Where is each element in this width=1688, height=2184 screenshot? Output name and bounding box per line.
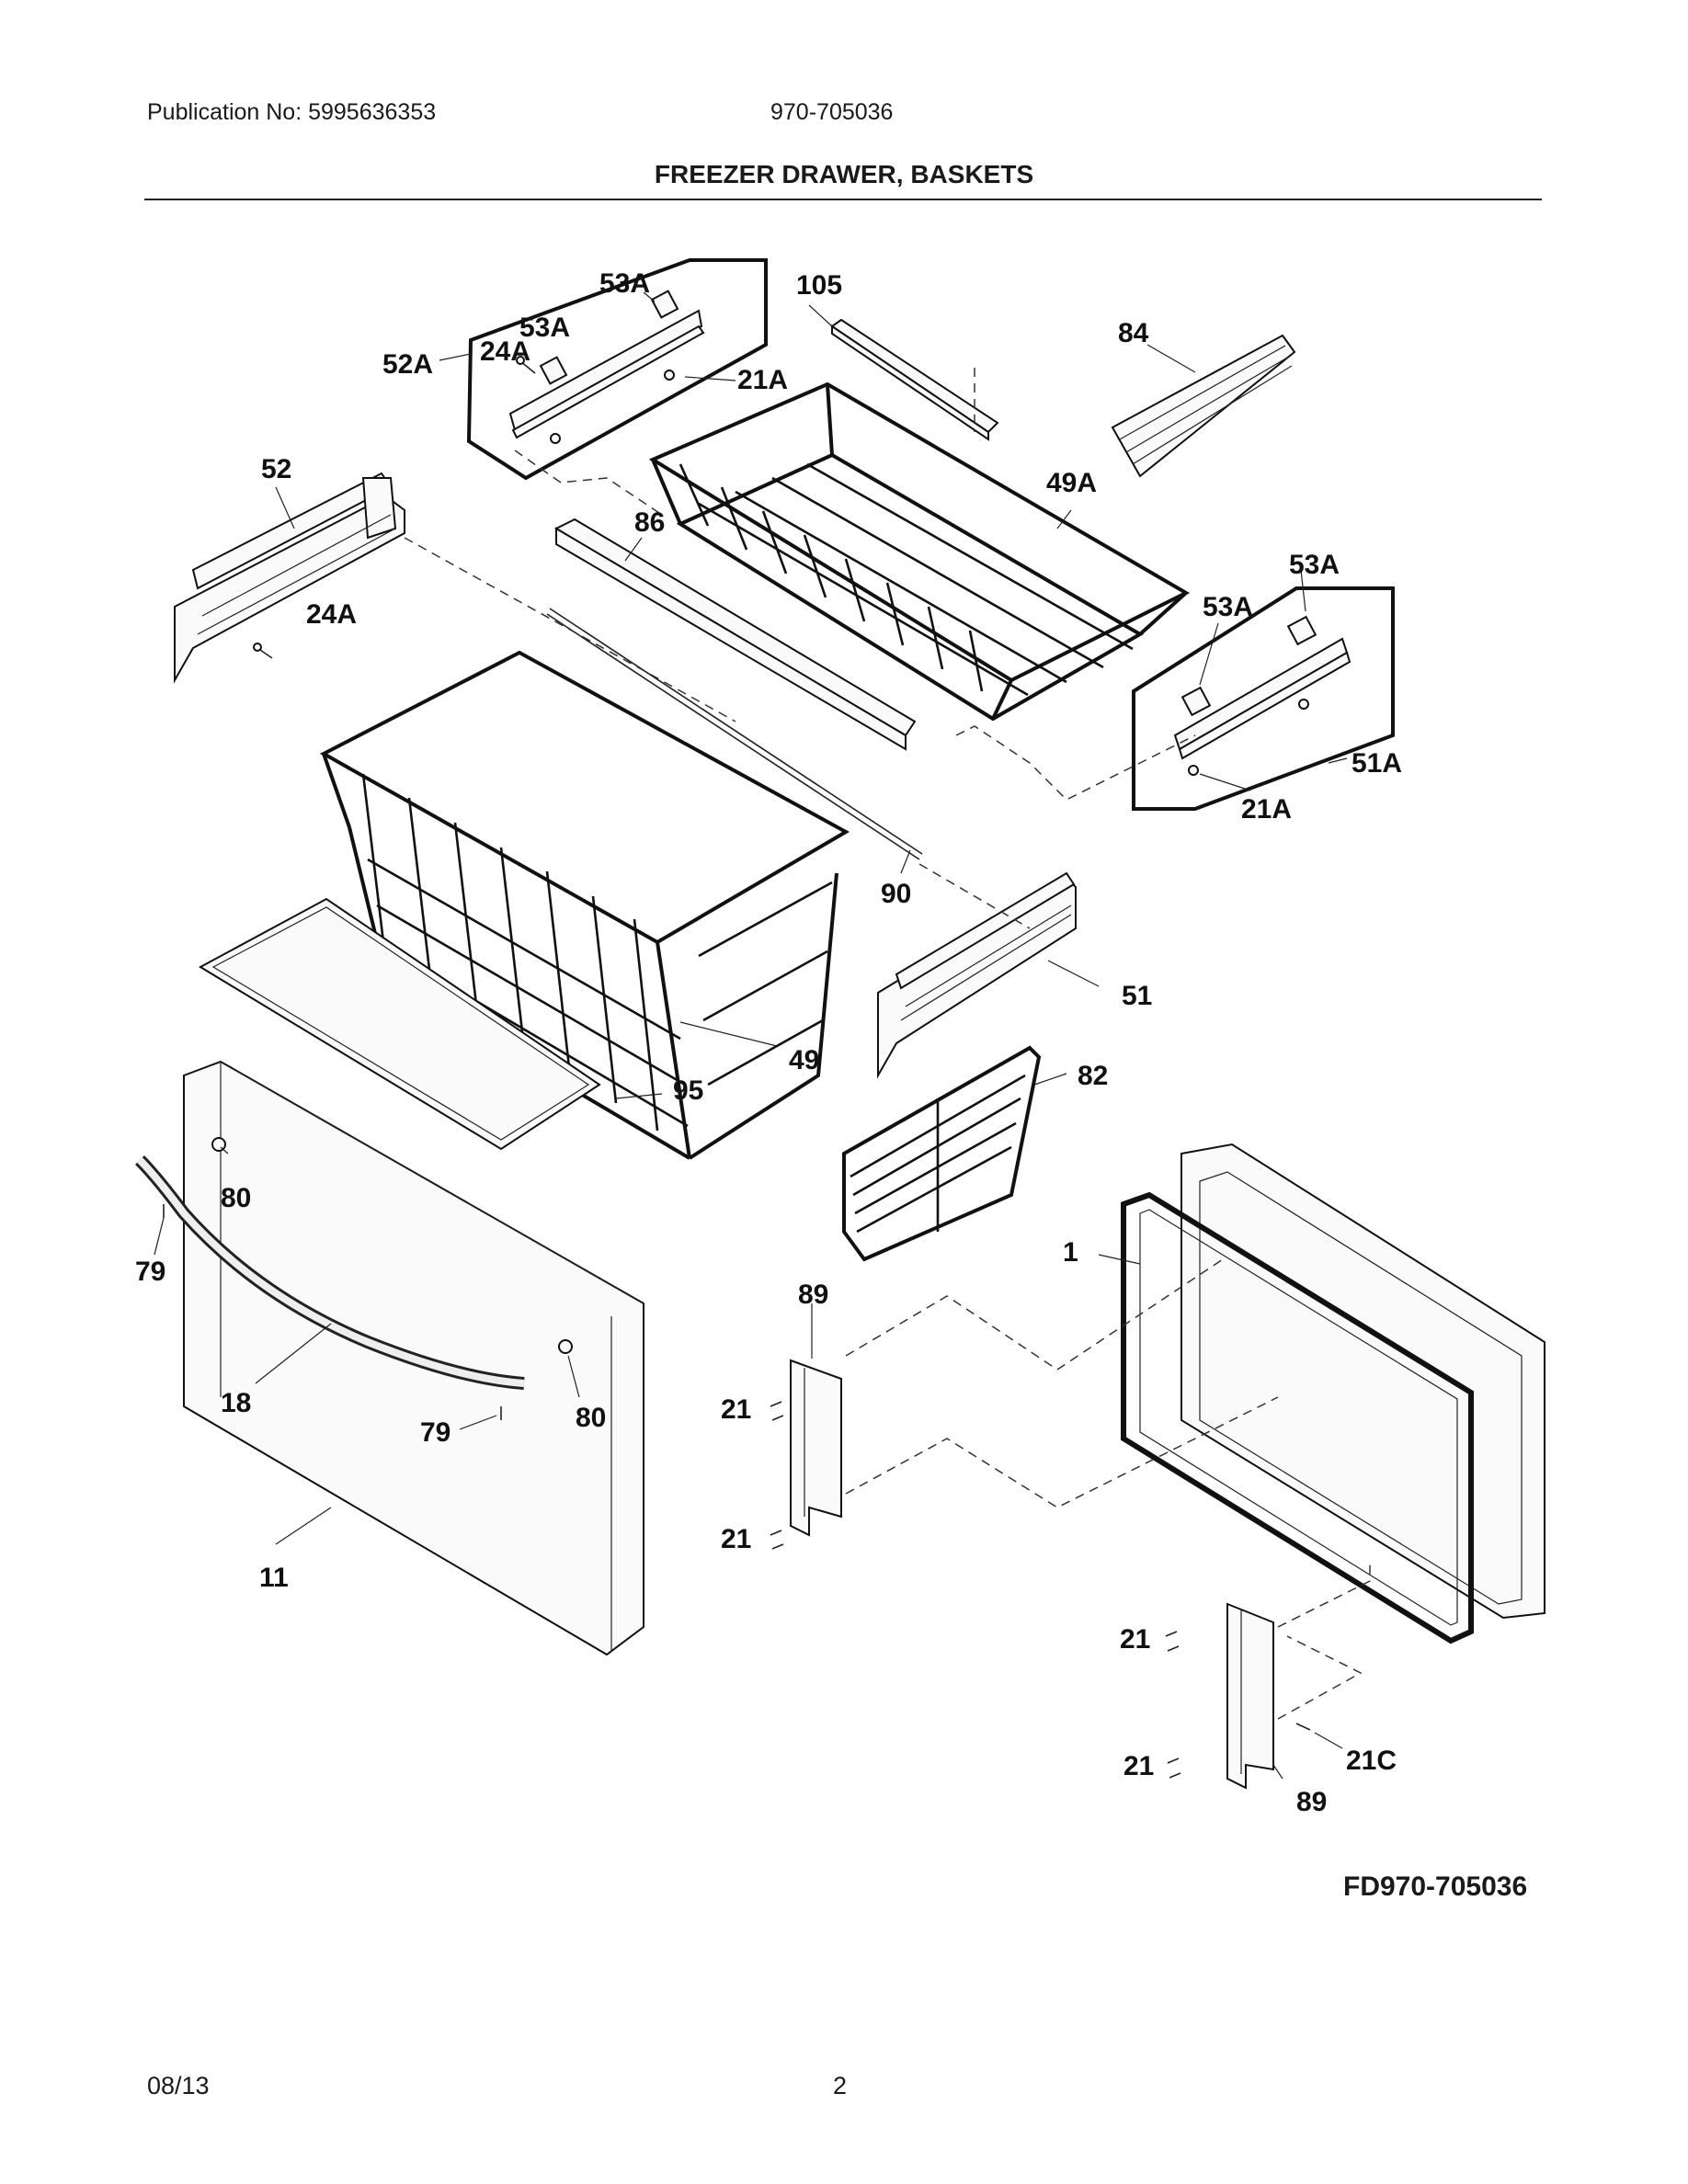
detail-box-51a xyxy=(1132,586,1395,811)
callout-24a-upper: 24A xyxy=(480,336,530,367)
tray-95 xyxy=(198,897,601,1151)
callout-52: 52 xyxy=(261,454,291,484)
detail-box-52a xyxy=(466,258,768,481)
callout-95: 95 xyxy=(673,1075,703,1106)
callout-21a-upper: 21A xyxy=(737,365,788,395)
divider-84 xyxy=(1111,334,1296,478)
callout-89-right: 89 xyxy=(1296,1787,1327,1817)
screw-21a-right-2 xyxy=(1188,765,1199,776)
callout-51a: 51A xyxy=(1352,748,1402,779)
rod-90 xyxy=(546,608,923,860)
alignment-lines xyxy=(404,368,1371,1720)
callout-21-right-upper: 21 xyxy=(1120,1624,1150,1655)
callout-51: 51 xyxy=(1122,981,1152,1011)
screw-24a-upper xyxy=(516,356,536,374)
callout-53a-top: 53A xyxy=(599,268,650,299)
screw-21a-right-1 xyxy=(1298,699,1309,710)
lower-basket-49 xyxy=(319,650,850,1160)
slide-rail-52a xyxy=(508,290,705,439)
divider-82 xyxy=(842,1045,1042,1262)
leader-lines xyxy=(154,291,1348,1780)
slide-rail-51a xyxy=(1173,615,1352,760)
diagram-code: FD970-705036 xyxy=(1343,1871,1528,1902)
callout-80-upper: 80 xyxy=(221,1183,251,1213)
screws-21-right-lower xyxy=(1167,1757,1181,1779)
callout-18: 18 xyxy=(221,1388,251,1418)
screws-21-left-upper xyxy=(770,1401,784,1421)
bracket-86 xyxy=(553,518,917,751)
callout-86: 86 xyxy=(634,507,665,538)
callout-105: 105 xyxy=(796,270,842,301)
callout-21-left-lower: 21 xyxy=(721,1524,751,1554)
screw-21a-upper-2 xyxy=(550,433,561,444)
callout-1: 1 xyxy=(1063,1237,1078,1268)
footer-date: 08/13 xyxy=(147,2072,210,2099)
upper-basket-49a xyxy=(648,381,1191,722)
screws-21-right-upper xyxy=(1165,1631,1180,1652)
callout-49a: 49A xyxy=(1046,468,1097,498)
page-title: FREEZER DRAWER, BASKETS xyxy=(654,160,1034,188)
callout-21c: 21C xyxy=(1346,1746,1397,1776)
callout-90: 90 xyxy=(881,879,911,909)
callout-84: 84 xyxy=(1118,318,1149,348)
screws-21-left-lower xyxy=(770,1530,784,1550)
callout-80-lower: 80 xyxy=(576,1403,606,1433)
callout-82: 82 xyxy=(1078,1061,1108,1091)
callout-11: 11 xyxy=(259,1563,289,1593)
callout-79-left: 79 xyxy=(135,1257,165,1287)
callout-89-left: 89 xyxy=(798,1280,828,1310)
handle-18 xyxy=(135,1155,525,1390)
bracket-89-left xyxy=(790,1359,842,1537)
callout-53a-right: 53A xyxy=(1203,592,1253,622)
callout-24a-lower: 24A xyxy=(306,599,357,630)
slide-assembly-52 xyxy=(174,472,405,684)
callout-49: 49 xyxy=(789,1045,819,1075)
handle-cap-80-upper xyxy=(211,1137,226,1152)
model-number: 970-705036 xyxy=(770,99,894,125)
callout-79-right: 79 xyxy=(420,1417,451,1448)
publication-number: Publication No: 5995636353 xyxy=(147,99,437,125)
callout-21a-right: 21A xyxy=(1241,794,1292,825)
callout-21-right-lower: 21 xyxy=(1123,1751,1154,1781)
callout-53a-right-top: 53A xyxy=(1289,550,1340,580)
screw-21c xyxy=(1295,1723,1311,1731)
handle-cap-80-lower xyxy=(558,1339,573,1354)
page-number: 2 xyxy=(833,2072,848,2099)
callout-53a-second: 53A xyxy=(519,313,570,343)
screw-24a-lower xyxy=(253,643,273,659)
rail-105 xyxy=(830,318,999,441)
callout-21-left-upper: 21 xyxy=(721,1394,751,1425)
gasket-1 xyxy=(1121,1191,1474,1644)
bracket-89-right xyxy=(1226,1602,1274,1790)
drawer-frame xyxy=(1180,1143,1545,1620)
callout-52a: 52A xyxy=(382,349,433,380)
title-rule xyxy=(144,199,1542,200)
slide-assembly-51 xyxy=(877,871,1077,1079)
screw-21a-upper-1 xyxy=(664,370,675,381)
